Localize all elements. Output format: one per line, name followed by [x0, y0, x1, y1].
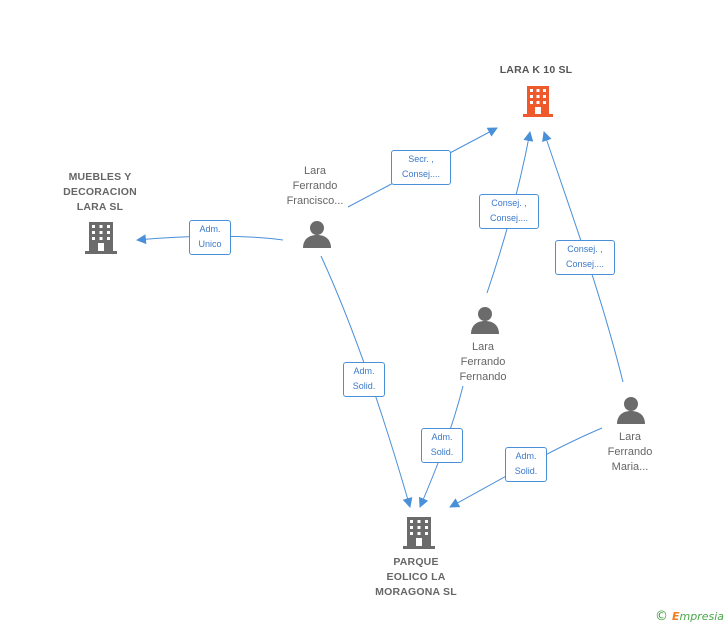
person-name-line: Ferrando — [460, 356, 506, 368]
edge-label-fernando-parque[interactable]: Adm. Solid. — [421, 428, 463, 463]
role-line: Adm. — [431, 432, 453, 442]
role-line: Solid. — [352, 381, 376, 391]
edge-label-francisco-muebles[interactable]: Adm. Unico — [189, 220, 231, 255]
person-icon — [617, 397, 645, 424]
company-name-line: PARQUE — [393, 556, 439, 568]
role-line: Adm. — [199, 224, 221, 234]
person-name-line: Lara — [618, 431, 642, 443]
person-label-francisco[interactable]: Lara Ferrando Francisco... — [270, 164, 360, 209]
edge-label-maria-parque[interactable]: Adm. Solid. — [505, 447, 547, 482]
person-name-line: Ferrando — [292, 180, 338, 192]
role-line: Solid. — [430, 447, 454, 457]
person-label-maria[interactable]: Lara Ferrando Maria... — [585, 430, 675, 475]
person-name-line: Lara — [471, 341, 495, 353]
brand-logo: Empresia — [672, 610, 724, 623]
person-name-line: Lara — [303, 165, 327, 177]
company-label-parque[interactable]: PARQUE EOLICO LA MORAGONA SL — [356, 555, 476, 600]
role-line: Adm. — [515, 451, 537, 461]
person-name-line: Ferrando — [607, 446, 653, 458]
role-line: Unico — [198, 239, 222, 249]
company-name-line: MORAGONA SL — [375, 586, 457, 598]
edge-label-fernando-lara[interactable]: Consej. , Consej.... — [479, 194, 539, 229]
role-line: Solid. — [514, 466, 538, 476]
edge-label-francisco-lara[interactable]: Secr. , Consej.... — [391, 150, 451, 185]
role-line: Consej.... — [489, 213, 529, 223]
person-label-fernando[interactable]: Lara Ferrando Fernando — [438, 340, 528, 385]
company-name-line: MUEBLES Y — [68, 171, 132, 183]
company-name-line: EOLICO LA — [386, 571, 446, 583]
copyright-symbol: © — [654, 609, 668, 624]
brand-name: mpresia — [679, 610, 724, 623]
person-icon — [471, 307, 499, 334]
company-name-line: LARA K 10 SL — [499, 64, 573, 76]
building-icon — [523, 86, 553, 117]
edge-label-maria-lara[interactable]: Consej. , Consej.... — [555, 240, 615, 275]
role-line: Secr. , — [408, 154, 434, 164]
building-icon — [403, 517, 435, 549]
company-label-muebles[interactable]: MUEBLES Y DECORACION LARA SL — [40, 170, 160, 215]
person-name-line: Maria... — [611, 461, 649, 473]
company-name-line: DECORACION — [63, 186, 137, 198]
role-line: Consej. , — [491, 198, 527, 208]
role-line: Adm. — [353, 366, 375, 376]
person-icon — [303, 221, 331, 248]
role-line: Consej.... — [565, 259, 605, 269]
company-name-line: LARA SL — [76, 201, 124, 213]
brand-initial: E — [671, 610, 680, 623]
person-name-line: Fernando — [459, 371, 507, 383]
edge-label-francisco-parque[interactable]: Adm. Solid. — [343, 362, 385, 397]
person-name-line: Francisco... — [286, 195, 344, 207]
company-label-lara-k10[interactable]: LARA K 10 SL — [476, 63, 596, 78]
copyright-notice: ©Empresia — [655, 609, 724, 624]
role-line: Consej.... — [401, 169, 441, 179]
building-icon — [85, 222, 117, 254]
role-line: Consej. , — [567, 244, 603, 254]
